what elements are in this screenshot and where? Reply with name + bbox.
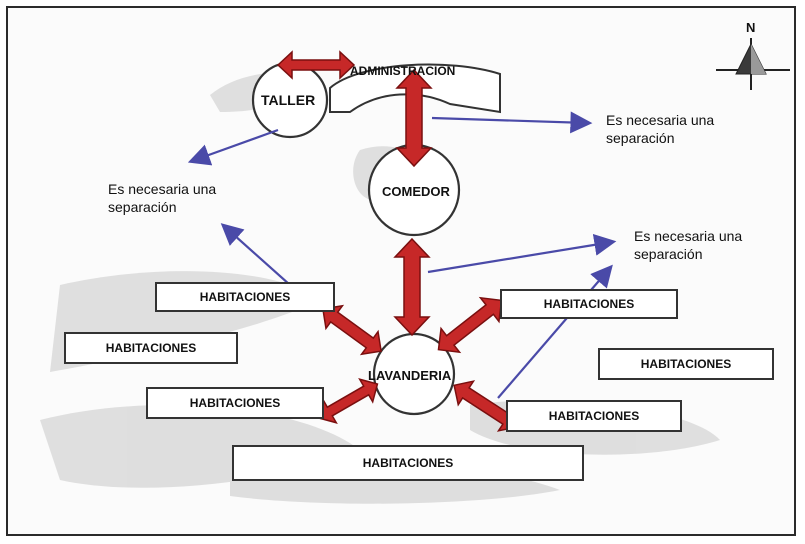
habitaciones-box-upper-left: HABITACIONES	[155, 282, 335, 312]
habitaciones-box-bottom: HABITACIONES	[232, 445, 584, 481]
north-compass-icon	[716, 38, 790, 90]
separation-lines	[187, 111, 617, 399]
habitaciones-box-lower-right: HABITACIONES	[506, 400, 682, 432]
note-line: Es necesaria una	[108, 181, 217, 197]
note-separation-top-right: Es necesaria una separación	[606, 111, 714, 147]
note-line: separación	[108, 199, 177, 215]
arrow-lavanderia-habitaciones-lower-left	[317, 378, 379, 424]
arrow-lavanderia-habitaciones-upper-right	[437, 296, 503, 354]
lavanderia-circle	[372, 332, 456, 416]
taller-label: TALLER	[261, 92, 316, 108]
separation-line-lavanderia	[497, 264, 613, 399]
arrow-administracion-comedor	[395, 68, 433, 168]
note-line: separación	[634, 246, 703, 262]
habitaciones-box-lower-left: HABITACIONES	[146, 387, 324, 419]
arrow-lavanderia-habitaciones-upper-left	[322, 304, 382, 356]
lavanderia-label: LAVANDERIA	[368, 368, 452, 383]
arrow-comedor-lavanderia	[393, 237, 431, 337]
relationship-arrows	[276, 50, 519, 432]
administracion-label: ADMINISTRACION	[350, 64, 456, 78]
separation-line-administracion	[431, 111, 593, 134]
habitaciones-box-right: HABITACIONES	[598, 348, 774, 380]
arrow-taller-administracion	[276, 50, 356, 80]
habitaciones-box-upper-right: HABITACIONES	[500, 289, 678, 319]
note-line: Es necesaria una	[634, 228, 743, 244]
comedor-label: COMEDOR	[382, 184, 450, 199]
note-separation-left: Es necesaria una separación	[108, 180, 216, 216]
separation-line-comedor	[427, 233, 617, 274]
separation-line-taller	[187, 128, 279, 166]
compass-north-label: N	[746, 20, 756, 35]
note-line: Es necesaria una	[606, 112, 715, 128]
note-separation-mid-right: Es necesaria una separación	[634, 227, 742, 263]
note-line: separación	[606, 130, 675, 146]
habitaciones-box-left: HABITACIONES	[64, 332, 238, 364]
